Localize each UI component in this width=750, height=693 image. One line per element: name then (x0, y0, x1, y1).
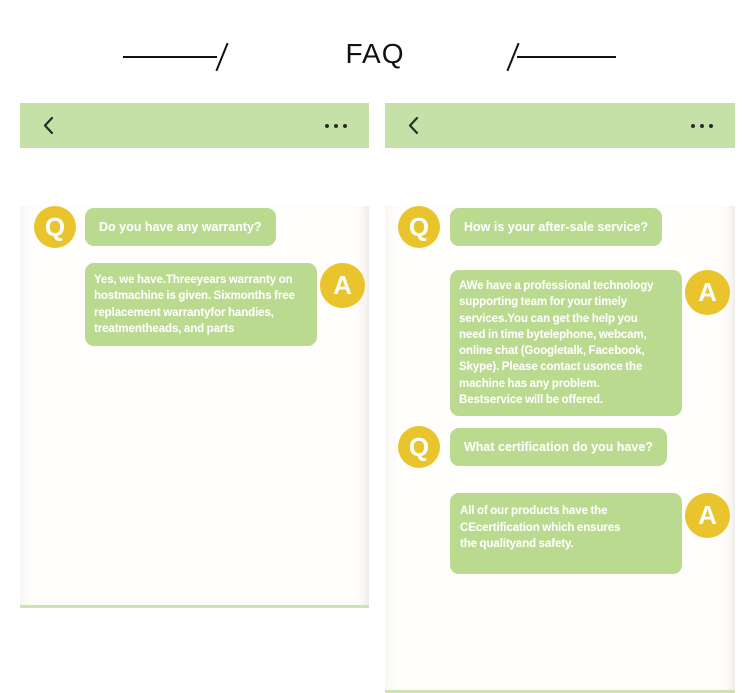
question-badge: Q (34, 206, 76, 248)
question-row: Q What certification do you have? (385, 426, 735, 469)
answer-row: AWe have a professional technology suppo… (385, 270, 735, 417)
question-badge: Q (398, 426, 440, 469)
question-row: Q How is your after-sale service? (385, 206, 735, 248)
answer-badge: A (685, 270, 730, 315)
question-row: Q Do you have any warranty? (20, 206, 369, 248)
answer-badge: A (320, 263, 365, 308)
heading-rule-left (123, 56, 217, 58)
answer-badge: A (685, 493, 730, 539)
answer-row: All of our products have the CEcertifica… (385, 493, 735, 575)
phone-header (385, 103, 735, 148)
page-title: FAQ (345, 38, 405, 69)
chat-body: Q Do you have any warranty? Yes, we have… (20, 206, 369, 608)
question-bubble: Do you have any warranty? (85, 208, 276, 246)
question-bubble: How is your after-sale service? (450, 208, 663, 246)
chat-body: Q How is your after-sale service? AWe ha… (385, 206, 735, 693)
more-options-icon[interactable] (325, 123, 347, 128)
back-icon[interactable] (407, 116, 419, 135)
more-options-icon[interactable] (691, 123, 713, 128)
question-bubble: What certification do you have? (450, 428, 667, 467)
answer-bubble: All of our products have the CEcertifica… (450, 493, 682, 575)
question-badge: Q (398, 206, 440, 248)
phone-header (20, 103, 369, 148)
heading-rule-right (517, 56, 616, 58)
answer-bubble: Yes, we have.Threeyears warranty on host… (85, 263, 317, 347)
answer-row: Yes, we have.Threeyears warranty on host… (20, 263, 369, 347)
answer-bubble: AWe have a professional technology suppo… (450, 270, 682, 417)
chat-panel-after-sale: Q How is your after-sale service? AWe ha… (385, 103, 735, 693)
chat-panel-warranty: Q Do you have any warranty? Yes, we have… (20, 103, 369, 608)
back-icon[interactable] (42, 116, 54, 135)
